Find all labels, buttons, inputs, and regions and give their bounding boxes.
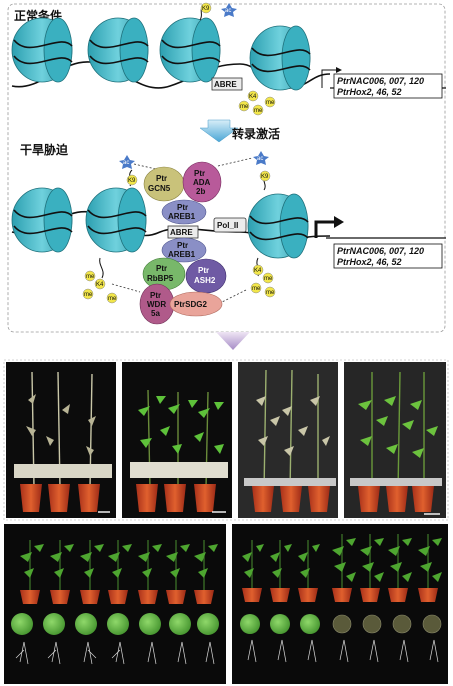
transition-arrow-2 — [216, 332, 250, 350]
label-drought-stress: 干旱胁迫 — [20, 142, 69, 157]
svg-text:Ptr: Ptr — [156, 264, 167, 273]
svg-text:K4: K4 — [254, 268, 262, 274]
ac-mark-left — [119, 155, 135, 169]
me-marks-top: me me me — [238, 96, 276, 116]
pol2-label: Pol_II — [217, 221, 238, 230]
photo-panel-5 — [4, 524, 226, 684]
photo-panel-4 — [344, 362, 446, 518]
svg-text:K9: K9 — [128, 178, 136, 184]
ac-mark-top — [221, 3, 237, 17]
nucleosome-1 — [11, 17, 73, 83]
svg-text:me: me — [266, 290, 275, 296]
svg-text:K9: K9 — [261, 174, 269, 180]
label-activation: 转录激活 — [232, 126, 280, 141]
k4-mark-top — [247, 90, 259, 102]
svg-text:ac: ac — [257, 156, 263, 162]
protein-ada2b: Ptr ADA 2b — [182, 161, 222, 203]
svg-text:Ptr: Ptr — [194, 169, 205, 178]
k9-mark-right — [259, 170, 271, 182]
photo-row-1 — [3, 359, 449, 521]
abre-label-bottom: ABRE — [170, 228, 193, 237]
svg-text:RbBP5: RbBP5 — [147, 274, 174, 283]
svg-text:ADA: ADA — [193, 178, 211, 187]
promoter-arrow-bottom — [314, 220, 334, 238]
gene-box-top — [333, 73, 443, 99]
svg-text:Ptr: Ptr — [156, 174, 167, 183]
k4-label-top: K4 — [249, 94, 257, 100]
protein-areb1-top: Ptr AREB1 — [161, 199, 207, 225]
nucleosome-3 — [159, 17, 221, 83]
photo-panel-1 — [6, 362, 116, 518]
promoter-arrow-top — [321, 69, 336, 88]
me-marks-right: K4 me me me — [250, 264, 276, 298]
k9-label-top: K9 — [202, 6, 210, 12]
svg-text:Ptr: Ptr — [177, 203, 188, 212]
svg-text:PtrSDG2: PtrSDG2 — [174, 300, 207, 309]
protein-wdr5a: Ptr WDR 5a — [139, 283, 175, 325]
nucleosome-2 — [87, 17, 149, 83]
svg-text:me: me — [264, 276, 273, 282]
svg-text:AREB1: AREB1 — [168, 250, 196, 259]
protein-gcn5: Ptr GCN5 — [143, 166, 185, 202]
svg-text:ac: ac — [123, 160, 129, 166]
nucleosome-5 — [11, 187, 73, 253]
svg-text:me: me — [86, 274, 95, 280]
svg-text:2b: 2b — [196, 187, 205, 196]
nucleosome-4 — [249, 25, 311, 91]
k9-mark-left — [126, 174, 138, 186]
svg-text:me: me — [254, 108, 263, 114]
ac-label-top: ac — [225, 8, 231, 14]
svg-text:Ptr: Ptr — [177, 241, 188, 250]
ac-mark-right — [253, 151, 269, 165]
photo-panel-6 — [232, 524, 448, 684]
protein-rbbp5: Ptr RbBP5 — [142, 257, 186, 291]
photo-row-2 — [4, 524, 448, 684]
svg-text:me: me — [266, 100, 275, 106]
svg-text:me: me — [240, 104, 249, 110]
me-marks-left: K4 me me me — [82, 270, 118, 304]
nucleosome-7 — [247, 193, 309, 259]
photo-panel-2 — [122, 362, 232, 518]
gene-box-bottom — [333, 243, 443, 269]
svg-text:Ptr: Ptr — [150, 291, 161, 300]
svg-text:Ptr: Ptr — [198, 266, 209, 275]
svg-text:K4: K4 — [96, 282, 104, 288]
protein-areb1-bottom: Ptr AREB1 — [161, 237, 207, 263]
protein-sdg2: PtrSDG2 — [169, 291, 223, 317]
gene-list-top-1: PtrNAC006, 007, 120 — [337, 76, 424, 86]
gene-list-top-2: PtrHox2, 46, 52 — [337, 87, 402, 97]
pol2-box — [213, 217, 247, 233]
transition-arrow — [199, 119, 239, 143]
svg-text:AREB1: AREB1 — [168, 212, 196, 221]
svg-text:me: me — [84, 292, 93, 298]
nucleosome-6 — [85, 187, 147, 253]
svg-text:WDR: WDR — [147, 300, 166, 309]
mechanism-panel-frame — [7, 3, 446, 333]
svg-text:GCN5: GCN5 — [148, 184, 171, 193]
k9-mark-top — [200, 2, 212, 14]
svg-text:me: me — [252, 286, 261, 292]
gene-list-bottom-1: PtrNAC006, 007, 120 — [337, 246, 424, 256]
abre-label-top: ABRE — [214, 80, 237, 89]
photo-panel-3 — [238, 362, 338, 518]
protein-ash2: Ptr ASH2 — [185, 258, 227, 294]
svg-text:me: me — [108, 296, 117, 302]
abre-box-top — [211, 77, 243, 91]
svg-text:5a: 5a — [151, 309, 160, 318]
gene-list-bottom-2: PtrHox2, 46, 52 — [337, 257, 402, 267]
svg-text:ASH2: ASH2 — [194, 276, 216, 285]
